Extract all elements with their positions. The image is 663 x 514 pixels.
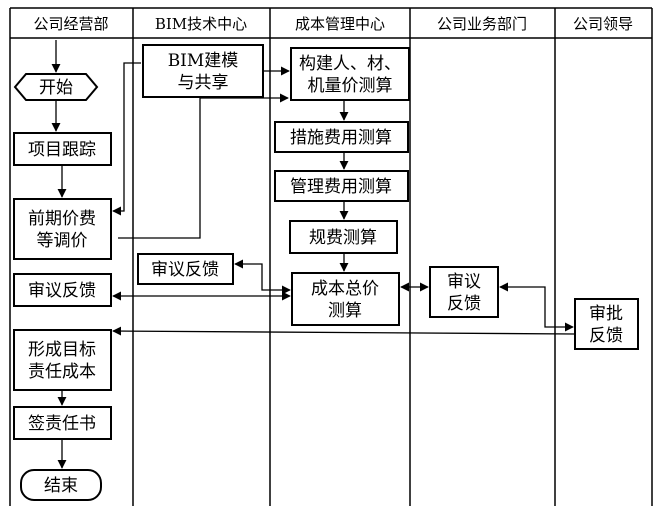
review-feedback-bim-node: 审议反馈: [137, 253, 234, 285]
sign-contract-label: 签责任书: [28, 414, 96, 434]
bim-modeling-label: BIM建模与共享: [168, 51, 239, 93]
end-label-line-1: 结束: [44, 476, 78, 496]
review-feedback-ops-node: 审议反馈: [13, 273, 112, 307]
pre-price-label-line-1: 前期价费: [28, 209, 96, 229]
measure-cost-node: 措施费用测算: [274, 121, 409, 153]
sign-contract-label-line-1: 签责任书: [28, 414, 96, 434]
lane-headers: 公司经营部 BIM技术中心 成本管理中心 公司业务部门 公司领导: [33, 15, 633, 33]
total-cost-node: 成本总价测算: [291, 272, 400, 326]
build-measure-label-line-1: 构建人、材、: [299, 54, 401, 74]
edge-preprice-to-build: [118, 93, 289, 239]
measure-cost-label: 措施费用测算: [290, 128, 392, 148]
target-cost-label-line-1: 形成目标: [28, 340, 96, 360]
build-measure-node: 构建人、材、机量价测算: [290, 47, 410, 101]
sign-contract-node: 签责任书: [13, 406, 112, 440]
target-cost-label: 形成目标责任成本: [28, 340, 96, 382]
fee-measure-node: 规费测算: [289, 220, 398, 254]
project-tracking-label: 项目跟踪: [28, 140, 96, 160]
review-feedback-business-label-line-1: 审议: [447, 272, 481, 292]
end-label: 结束: [44, 476, 78, 496]
bim-modeling-label-line-1: BIM建模: [168, 51, 239, 71]
total-cost-label-line-1: 成本总价: [311, 279, 379, 299]
target-cost-node: 形成目标责任成本: [13, 329, 112, 391]
lane-header-operations: 公司经营部: [33, 15, 108, 33]
lane-header-leadership: 公司领导: [573, 15, 633, 33]
approve-feedback-label: 审批反馈: [589, 304, 623, 346]
target-cost-label-line-2: 责任成本: [28, 362, 96, 382]
pre-price-label-line-2: 等调价: [37, 231, 88, 251]
fee-measure-label-line-1: 规费测算: [309, 228, 377, 248]
end-node: 结束: [20, 469, 102, 501]
bim-modeling-node: BIM建模与共享: [142, 44, 264, 98]
edge-reviewbusiness-approve: [499, 282, 574, 332]
manage-cost-label-line-1: 管理费用测算: [290, 177, 392, 197]
manage-cost-label: 管理费用测算: [290, 177, 392, 197]
pre-price-node: 前期价费等调价: [13, 198, 112, 260]
review-feedback-business-node: 审议反馈: [429, 266, 499, 318]
measure-cost-label-line-1: 措施费用测算: [290, 128, 392, 148]
review-feedback-bim-label-line-1: 审议反馈: [151, 260, 219, 280]
project-tracking-label-line-1: 项目跟踪: [28, 140, 96, 160]
flow-nodes: 开始 项目跟踪 前期价费等调价 审议反馈 形成目标责任成本 签责任书 结束 B: [13, 44, 639, 501]
project-tracking-node: 项目跟踪: [13, 132, 112, 166]
start-label-line-1: 开始: [39, 78, 73, 98]
edge-total-reviewbim: [234, 259, 291, 295]
start-node: 开始: [13, 73, 99, 101]
lane-header-bim-center: BIM技术中心: [155, 15, 247, 33]
bim-modeling-label-line-2: 与共享: [178, 73, 229, 93]
fee-measure-label: 规费测算: [309, 228, 377, 248]
edge-approve-to-target: [112, 326, 576, 336]
flow-edges: [51, 40, 576, 469]
review-feedback-bim-label: 审议反馈: [151, 260, 219, 280]
total-cost-label: 成本总价测算: [311, 279, 379, 321]
edge-bim-to-preprice: [112, 62, 141, 216]
start-label: 开始: [39, 78, 73, 98]
manage-cost-node: 管理费用测算: [274, 170, 409, 202]
lane-header-cost-center: 成本管理中心: [295, 15, 385, 33]
approve-feedback-label-line-2: 反馈: [589, 326, 623, 346]
approve-feedback-label-line-1: 审批: [589, 304, 623, 324]
build-measure-label: 构建人、材、机量价测算: [299, 54, 401, 96]
lane-header-business-dept: 公司业务部门: [437, 15, 527, 33]
review-feedback-ops-label-line-1: 审议反馈: [28, 281, 96, 301]
review-feedback-business-label-line-2: 反馈: [447, 294, 481, 314]
review-feedback-business-label: 审议反馈: [447, 272, 481, 314]
review-feedback-ops-label: 审议反馈: [28, 281, 96, 301]
pre-price-label: 前期价费等调价: [28, 209, 96, 251]
approve-feedback-node: 审批反馈: [574, 298, 639, 350]
build-measure-label-line-2: 机量价测算: [308, 76, 393, 96]
total-cost-label-line-2: 测算: [328, 301, 362, 321]
